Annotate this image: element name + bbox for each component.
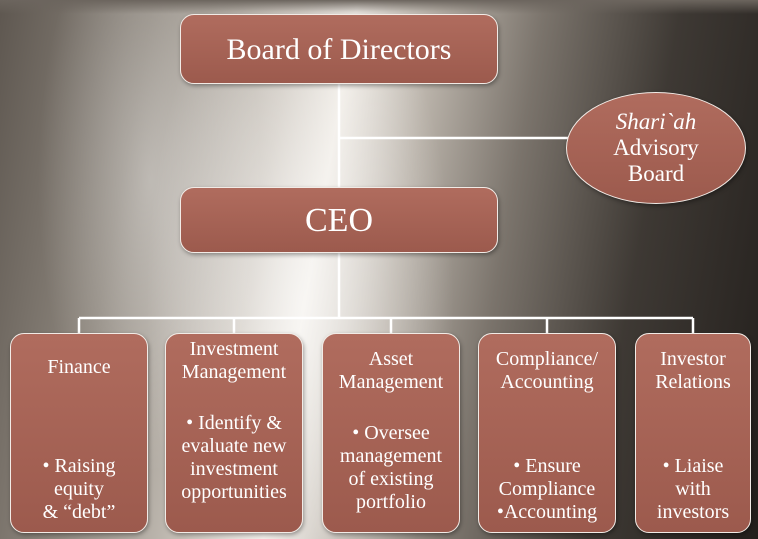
compliance-accounting-title: Compliance/ Accounting: [479, 334, 615, 394]
ceo-box: CEO: [180, 187, 498, 253]
title-line: Investor: [660, 348, 726, 370]
detail-line: management: [339, 445, 443, 467]
asset-management-title: Asset Management: [323, 334, 459, 394]
advisory-label-line-2: Advisory: [613, 135, 699, 160]
asset-management-box: Asset Management • Oversee management of…: [322, 333, 460, 533]
investor-relations-detail: • Liaise with investors: [636, 455, 750, 532]
detail-line: evaluate new: [181, 435, 287, 457]
finance-detail: • Raising equity & “debt”: [11, 455, 147, 532]
investor-relations-box: Investor Relations • Liaise with investo…: [635, 333, 751, 533]
board-of-directors-label: Board of Directors: [226, 33, 452, 66]
detail-line: Compliance: [498, 478, 596, 500]
compliance-accounting-detail: • Ensure Compliance •Accounting: [479, 455, 615, 532]
detail-line: • Raising: [42, 455, 116, 477]
title-line: Finance: [47, 356, 111, 378]
detail-line: • Identify &: [186, 412, 282, 434]
ceo-label: CEO: [305, 202, 373, 239]
detail-line: investment: [190, 458, 278, 480]
title-line: Compliance/: [495, 348, 599, 370]
detail-line: • Ensure: [513, 455, 581, 477]
title-line: Management: [181, 361, 287, 383]
top-decorative-strip: [0, 0, 758, 14]
detail-line: with: [675, 478, 711, 500]
board-of-directors-box: Board of Directors: [180, 14, 498, 84]
title-line: Accounting: [500, 371, 594, 393]
shariah-advisory-board-oval: Shari`ah Advisory Board: [566, 92, 746, 204]
detail-line: equity: [54, 478, 104, 500]
detail-line: opportunities: [181, 481, 287, 503]
detail-line: investors: [656, 501, 730, 523]
title-line: Relations: [655, 371, 731, 393]
investor-relations-title: Investor Relations: [636, 334, 750, 394]
detail-line: of existing: [348, 468, 434, 490]
detail-line: • Oversee: [352, 422, 430, 444]
detail-line: • Liaise: [662, 455, 724, 477]
title-line: Asset: [368, 348, 414, 370]
compliance-accounting-box: Compliance/ Accounting • Ensure Complian…: [478, 333, 616, 533]
title-line: Management: [338, 371, 444, 393]
asset-management-detail: • Oversee management of existing portfol…: [323, 422, 459, 522]
detail-line: •Accounting: [496, 501, 598, 523]
advisory-label-line-1: Shari`ah: [615, 109, 697, 134]
detail-line: portfolio: [356, 491, 426, 513]
investment-management-title: Investment Management: [166, 334, 302, 384]
detail-line: & “debt”: [42, 501, 116, 523]
finance-title: Finance: [11, 334, 147, 379]
advisory-label-line-3: Board: [627, 161, 685, 186]
finance-box: Finance • Raising equity & “debt”: [10, 333, 148, 533]
title-line: Investment: [189, 338, 279, 360]
investment-management-box: Investment Management • Identify & evalu…: [165, 333, 303, 533]
investment-management-detail: • Identify & evaluate new investment opp…: [166, 412, 302, 512]
